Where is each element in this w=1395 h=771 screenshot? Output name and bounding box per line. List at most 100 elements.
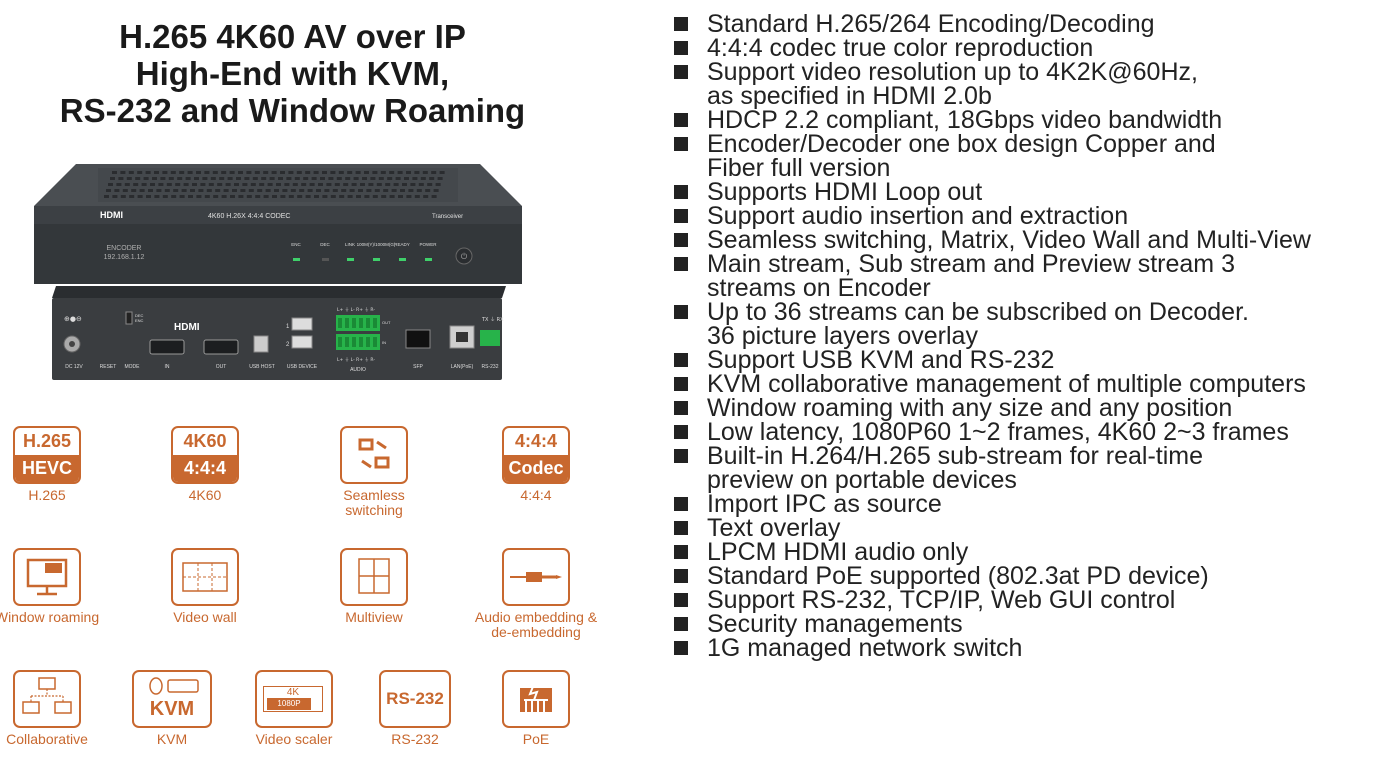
rear-port-label: USB HOST — [249, 364, 275, 370]
scaler-1080p-text: 1080P — [267, 698, 311, 710]
poe-icon — [502, 670, 570, 728]
feature-list-item: Standard H.265/264 Encoding/Decoding — [674, 10, 1395, 38]
feature-text: Low latency, 1080P60 1~2 frames, 4K60 2~… — [707, 418, 1289, 446]
feature-text: Import IPC as source — [707, 490, 942, 518]
rear-port-label: IN — [165, 364, 170, 370]
switch-dec: DEC — [135, 313, 144, 318]
feature-window-roaming: Window roaming — [0, 548, 112, 625]
rear-port-label: DC 12V — [65, 364, 83, 370]
feature-label: KVM — [156, 731, 188, 747]
led-label: 100M(Y)/1000M(G) — [357, 242, 396, 247]
feature-label: 4:4:4 — [520, 487, 552, 503]
audio-out-label: OUT — [382, 320, 391, 325]
feature-text: Security managements — [707, 610, 963, 638]
bullet-square-icon — [674, 425, 688, 439]
seamless-switching-icon — [340, 426, 408, 484]
feature-multiview: Multiview — [309, 548, 439, 625]
rear-port-label: LAN(PoE) — [451, 364, 474, 370]
feature-text: Text overlay — [707, 514, 841, 542]
codec-444-icon: 4:4:4 Codec — [502, 426, 570, 484]
feature-list-item: KVM collaborative management of multiple… — [674, 370, 1395, 398]
feature-icon-grid: H.265 HEVC H.265 4K60 4:4:4 4K60 Seamles… — [0, 424, 640, 771]
bullet-square-icon — [674, 641, 688, 655]
feature-text: KVM collaborative management of multiple… — [707, 370, 1306, 398]
power-button — [455, 247, 473, 265]
led-indicator — [322, 258, 329, 261]
audio-in-label: IN — [382, 340, 386, 345]
feature-text: HDCP 2.2 compliant, 18Gbps video bandwid… — [707, 106, 1223, 134]
bullet-square-icon — [674, 209, 688, 223]
led-indicator — [425, 258, 432, 261]
multiview-icon — [340, 548, 408, 606]
feature-list-item: Main stream, Sub stream and Preview stre… — [674, 250, 1395, 302]
feature-codec: 4:4:4 Codec 4:4:4 — [471, 426, 601, 503]
bullet-square-icon — [674, 17, 688, 31]
title-line-3: RS-232 and Window Roaming — [59, 92, 526, 129]
feature-text: Main stream, Sub stream and Preview stre… — [707, 250, 1235, 302]
mouse-icon — [149, 677, 163, 695]
h265-text: H.265 — [22, 431, 72, 451]
led-label: ENC — [291, 242, 301, 247]
hdmi-in-port — [149, 339, 185, 355]
bullet-square-icon — [674, 113, 688, 127]
feature-poe: PoE — [471, 670, 601, 747]
h265-hevc-icon: H.265 HEVC — [13, 426, 81, 484]
video-wall-icon — [171, 548, 239, 606]
svg-text:1: 1 — [286, 324, 290, 330]
rs232-icon: RS-232 — [379, 670, 451, 728]
bullet-square-icon — [674, 233, 688, 247]
feature-label: PoE — [522, 731, 550, 747]
feature-list-item: LPCM HDMI audio only — [674, 538, 1395, 566]
feature-collaborative: Collaborative — [0, 670, 112, 747]
bullet-square-icon — [674, 377, 688, 391]
feature-text: Built-in H.264/H.265 sub-stream for real… — [707, 442, 1204, 494]
led-indicator — [293, 258, 300, 261]
audio-pins-bottom: L+ ⏚ L- R+ ⏚ R- — [337, 356, 375, 363]
feature-video-wall: Video wall — [140, 548, 270, 625]
collaborative-network-icon — [13, 670, 81, 728]
feature-label: Collaborative — [6, 731, 88, 747]
codec-text: Codec — [504, 455, 568, 482]
usb-device-port-2 — [291, 335, 313, 349]
device-image: HDMI 4K60 H.26X 4:4:4 CODEC Transceiver … — [34, 164, 522, 380]
sfp-port — [405, 329, 431, 349]
bullet-square-icon — [674, 545, 688, 559]
feature-text: 4:4:4 codec true color reproduction — [707, 34, 1094, 62]
usb-device-port-1 — [291, 317, 313, 331]
feature-text: Seamless switching, Matrix, Video Wall a… — [707, 226, 1311, 254]
led-label: READY — [394, 242, 410, 247]
product-title: H.265 4K60 AV over IP High-End with KVM,… — [20, 18, 565, 129]
audio-pins-top: L+ ⏚ L- R+ ⏚ R- — [337, 306, 375, 313]
444-codec-text: 4:4:4 — [514, 431, 558, 451]
hdmi-out-port — [203, 339, 239, 355]
svg-text:⊕●⊖: ⊕●⊖ — [64, 315, 82, 323]
title-line-2: High-End with KVM, — [135, 55, 450, 92]
rs232-pins: TX ⏚ RX — [481, 316, 504, 323]
window-roaming-icon — [13, 548, 81, 606]
rear-brand: HDMI — [174, 322, 200, 333]
audio-terminals — [336, 315, 380, 350]
kvm-text: KVM — [149, 698, 195, 720]
bullet-square-icon — [674, 185, 688, 199]
feature-list-item: Support video resolution up to 4K2K@60Hz… — [674, 60, 1395, 109]
audio-cable-icon — [502, 548, 570, 606]
switch-enc: ENC — [135, 318, 144, 323]
rs232-text: RS-232 — [386, 689, 444, 708]
feature-label: Seamless switching — [343, 487, 405, 518]
rear-port-label: SFP — [413, 364, 423, 370]
feature-list-item: Up to 36 streams can be subscribed on De… — [674, 300, 1395, 349]
4k60-icon: 4K60 4:4:4 — [171, 426, 239, 484]
bullet-square-icon — [674, 593, 688, 607]
rs232-terminal — [480, 330, 500, 346]
bullet-square-icon — [674, 41, 688, 55]
feature-h265: H.265 HEVC H.265 — [0, 426, 112, 503]
444-text: 4:4:4 — [173, 455, 237, 482]
led-indicator — [399, 258, 406, 261]
feature-text: LPCM HDMI audio only — [707, 538, 969, 566]
vent-grille — [104, 171, 445, 198]
ip-label: 192.168.1.12 — [104, 254, 145, 261]
feature-text: Standard H.265/264 Encoding/Decoding — [707, 10, 1155, 38]
led-indicator — [347, 258, 354, 261]
